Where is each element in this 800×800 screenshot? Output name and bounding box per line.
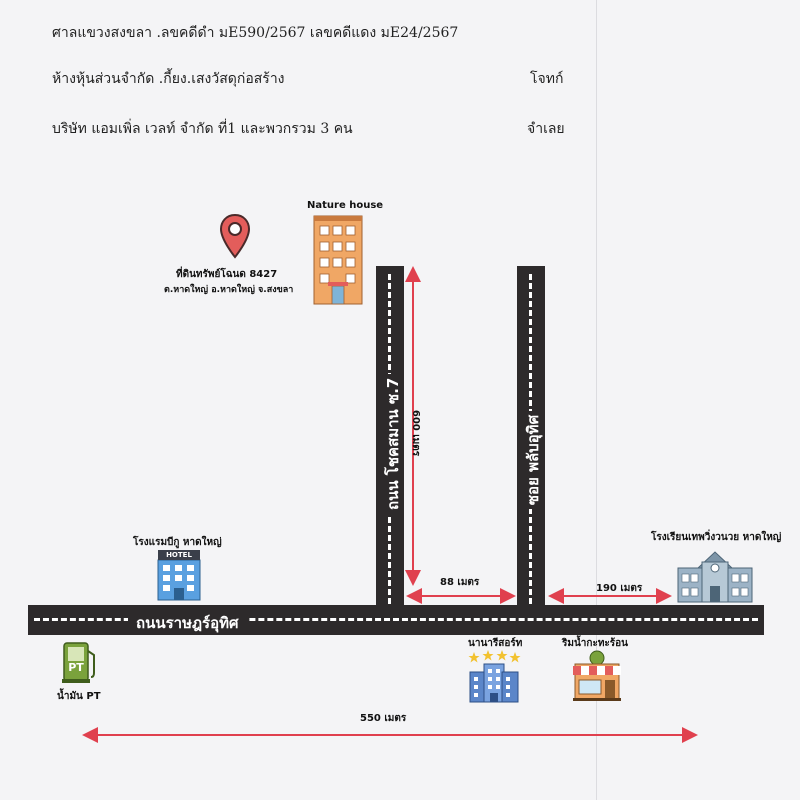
to-school-label: 190 เมตร [596, 583, 643, 594]
main-road-lane-marking [34, 618, 758, 621]
apartment-building-icon [313, 215, 363, 305]
hotel-label: โรงแรมบีกู หาดใหญ่ [133, 537, 222, 548]
hotel-icon: HOTEL [156, 550, 202, 602]
between-sois-label: 88 เมตร [440, 577, 480, 588]
school-building-icon [677, 551, 753, 603]
gas-pump-icon: PT [60, 641, 100, 685]
defendant-name: บริษัท แอมเพิ่ล เวลท์ จำกัด ที่1 และพวกร… [52, 121, 353, 137]
property-title: ที่ดินทรัพย์โฉนด 8427 [176, 269, 278, 280]
shop-storefront-icon [573, 650, 621, 701]
resort-label: นานารีสอร์ท [468, 638, 523, 649]
shop-label: ริมน้ำกะทะร้อน [562, 638, 629, 649]
gas-station-sign: PT [68, 661, 84, 674]
nature-house-label: Nature house [307, 200, 384, 211]
total-distance-label: 550 เมตร [360, 713, 407, 724]
court-case-line: ศาลแขวงสงขลา .ลขคดีดำ มE590/2567 เลขคดีแ… [52, 25, 459, 41]
paper-fold-line [596, 0, 597, 800]
defendant-role: จำเลย [527, 121, 565, 137]
hotel-sign: HOTEL [166, 551, 192, 559]
location-pin-icon [219, 213, 251, 259]
resort-building-icon [468, 650, 521, 703]
main-road-label: ถนนราษฎร์อุทิศ [128, 611, 247, 635]
gas-station-label: น้ำมัน PT [57, 691, 101, 702]
property-address: ต.หาดใหญ่ อ.หาดใหญ่ จ.สงขลา [164, 285, 294, 295]
school-label: โรงเรียนเทพวิ่งวนวย หาดใหญ่ [651, 532, 782, 543]
plaintiff-name: ห้างหุ้นส่วนจำกัด .กี้ยง.เสงวัสดุก่อสร้า… [52, 71, 285, 87]
soi-length-label: 600 เมตร [410, 409, 421, 457]
plaintiff-role: โจทก์ [530, 71, 564, 87]
